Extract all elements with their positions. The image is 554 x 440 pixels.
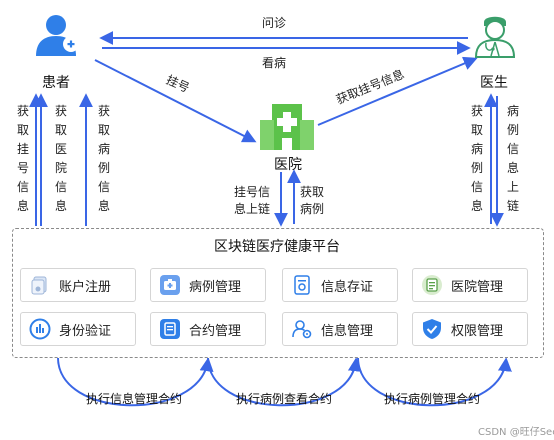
card-account-register[interactable]: 账户注册 [20, 268, 136, 302]
doc-stack-icon [29, 274, 51, 296]
contract-label-case-view: 执行病例查看合约 [236, 392, 333, 406]
certificate-icon [291, 274, 313, 296]
contract-label-case-management: 执行病例管理合约 [384, 392, 481, 406]
watermark: CSDN @旺仔Sec [478, 427, 554, 438]
card-label: 账户注册 [59, 279, 112, 295]
card-permission-management[interactable]: 权限管理 [412, 312, 528, 346]
card-label: 病例管理 [189, 279, 242, 295]
register-arrow [94, 59, 257, 143]
doctor-down-label: 病例信息上链 [506, 104, 519, 213]
contract-label-info-management: 执行信息管理合约 [86, 392, 183, 406]
card-label: 权限管理 [451, 323, 504, 339]
hospital-up-label: 获取 病例 [300, 185, 325, 216]
user-settings-icon [291, 318, 313, 340]
patient-label: 患者 [42, 75, 70, 91]
shield-check-icon [421, 318, 443, 340]
fetch-register-arrow [317, 56, 478, 126]
contract-arc-2 [206, 355, 362, 407]
card-label: 信息管理 [321, 323, 374, 339]
document-list-icon [159, 318, 181, 340]
bar-chart-circle-icon [29, 318, 51, 340]
patient-icon [34, 14, 82, 62]
clipboard-icon [421, 274, 443, 296]
platform-title: 区块链医疗健康平台 [214, 239, 340, 255]
hospital-down-label: 挂号信 息上链 [234, 185, 271, 216]
consult-label: 问诊 [262, 16, 287, 30]
doctor-icon [472, 12, 518, 62]
patient-up-label-1: 获取挂号信息 [16, 104, 29, 213]
hospital-label: 医院 [274, 157, 302, 173]
hospital-icon [258, 102, 316, 156]
card-label: 信息存证 [321, 279, 374, 295]
see-doctor-label: 看病 [262, 56, 287, 70]
patient-up-label-2: 获取医院信息 [54, 104, 67, 213]
card-info-certification[interactable]: 信息存证 [282, 268, 398, 302]
medical-kit-icon [159, 274, 181, 296]
contract-arc-1 [56, 355, 214, 407]
patient-up-label-3: 获取病例信息 [97, 104, 110, 213]
card-label: 身份验证 [59, 323, 112, 339]
doctor-up-label: 获取病例信息 [470, 104, 483, 213]
card-contract-management[interactable]: 合约管理 [150, 312, 266, 346]
card-info-management[interactable]: 信息管理 [282, 312, 398, 346]
card-label: 医院管理 [451, 279, 504, 295]
doctor-label: 医生 [480, 75, 508, 91]
card-hospital-management[interactable]: 医院管理 [412, 268, 528, 302]
card-identity-verification[interactable]: 身份验证 [20, 312, 136, 346]
contract-arc-3 [356, 355, 512, 407]
card-case-management[interactable]: 病例管理 [150, 268, 266, 302]
card-label: 合约管理 [189, 323, 242, 339]
